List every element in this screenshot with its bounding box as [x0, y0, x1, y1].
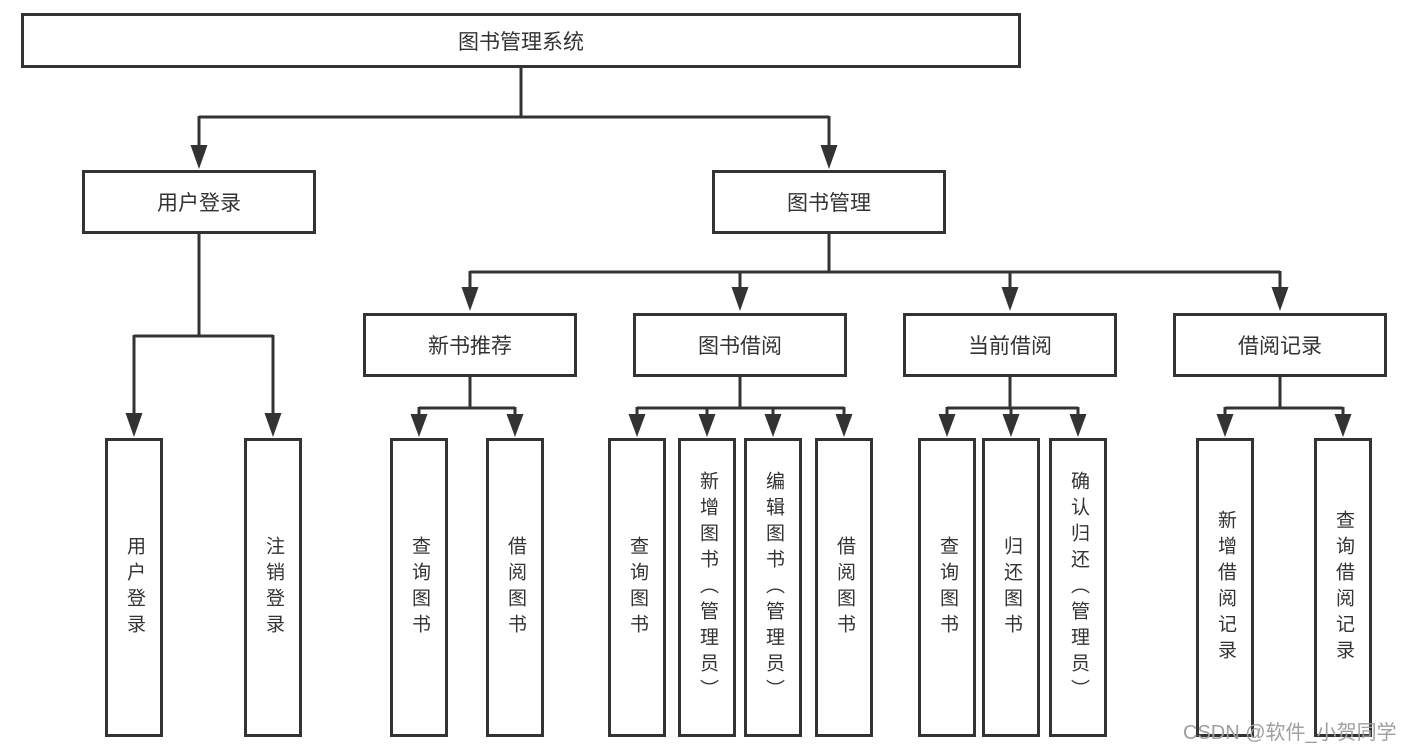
- arrowheads: [125, 145, 1352, 437]
- node-new-book-recommend: 新书推荐: [363, 313, 577, 377]
- leaf-query-books-3: 查询图书: [918, 438, 976, 737]
- leaf-add-borrow-record: 新增借阅记录: [1196, 438, 1254, 737]
- leaf-query-borrow-record: 查询借阅记录: [1314, 438, 1372, 737]
- node-book-borrow: 图书借阅: [633, 313, 847, 377]
- node-root-system: 图书管理系统: [21, 13, 1021, 68]
- leaf-logout: 注销登录: [244, 438, 302, 737]
- node-current-borrow: 当前借阅: [903, 313, 1117, 377]
- csdn-watermark: CSDN @软件_小贺同学: [1183, 722, 1397, 744]
- node-user-login: 用户登录: [82, 170, 316, 234]
- leaf-user-login: 用户登录: [105, 438, 163, 737]
- leaf-return-book: 归还图书: [982, 438, 1040, 737]
- leaf-confirm-return-admin: 确认归还（管理员）: [1049, 438, 1107, 737]
- connector-path: [132, 66, 1345, 416]
- leaf-borrow-books-1: 借阅图书: [486, 438, 544, 737]
- node-borrow-records: 借阅记录: [1173, 313, 1387, 377]
- leaf-query-books-2: 查询图书: [608, 438, 666, 737]
- leaf-borrow-books-2: 借阅图书: [815, 438, 873, 737]
- node-book-management: 图书管理: [712, 170, 946, 234]
- leaf-add-book-admin: 新增图书（管理员）: [678, 438, 736, 737]
- leaf-edit-book-admin: 编辑图书（管理员）: [744, 438, 802, 737]
- leaf-query-books-1: 查询图书: [390, 438, 448, 737]
